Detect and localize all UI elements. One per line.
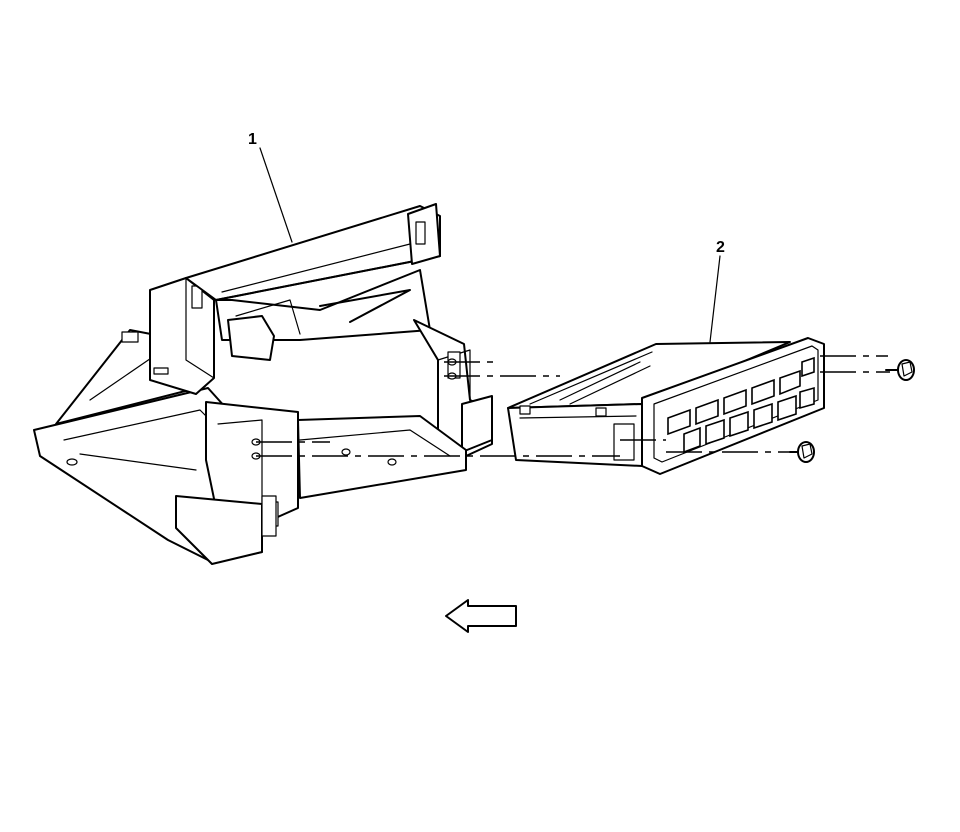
control-module <box>507 337 825 475</box>
callout-leader-1 <box>259 147 293 243</box>
callout-leader-2 <box>709 255 721 343</box>
callout-label-1: 1 <box>248 131 257 148</box>
screw-icon <box>789 441 815 463</box>
callout-label-2: 2 <box>716 239 725 256</box>
vent-slots <box>559 361 651 405</box>
mounting-bracket <box>33 203 493 565</box>
left-arrow-icon <box>445 599 517 633</box>
alignment-lines <box>256 355 890 457</box>
screw-icon <box>885 359 915 381</box>
module-buttons <box>667 356 815 454</box>
